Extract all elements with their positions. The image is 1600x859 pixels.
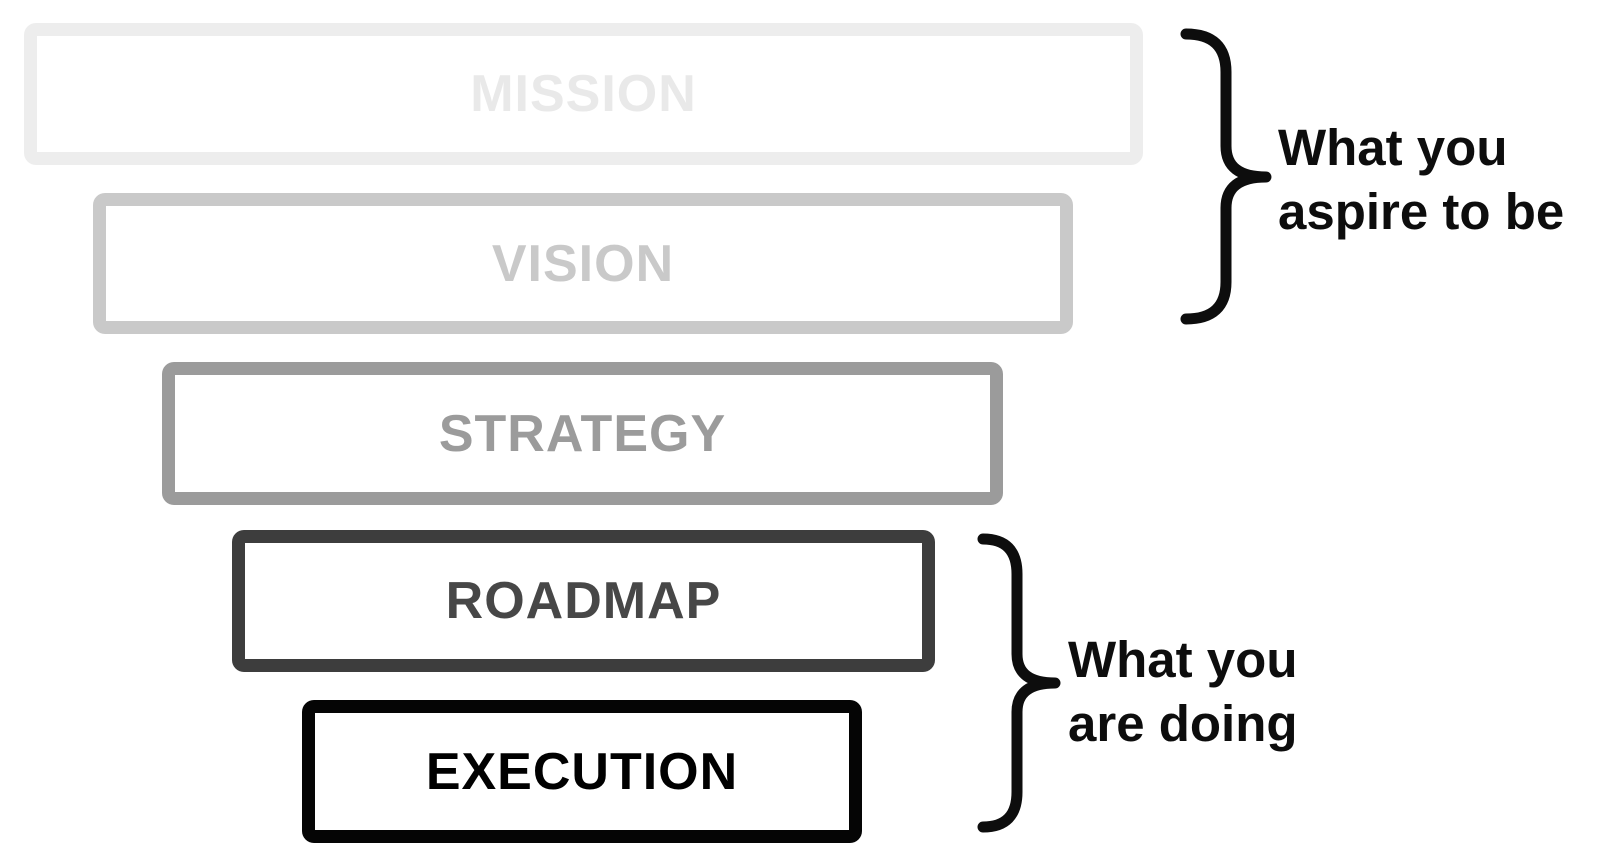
annotation-doing-line1: What you	[1068, 631, 1298, 688]
annotation-doing-line2: are doing	[1068, 695, 1298, 752]
layer-execution-label: EXECUTION	[425, 742, 739, 801]
layer-mission: MISSION	[24, 23, 1143, 165]
layer-strategy: STRATEGY	[162, 362, 1003, 505]
annotation-doing: What you are doing	[1068, 628, 1298, 756]
annotation-aspire-line2: aspire to be	[1278, 183, 1565, 240]
layer-roadmap-label: ROADMAP	[445, 572, 722, 630]
annotation-aspire: What you aspire to be	[1278, 116, 1564, 244]
curly-brace-aspire	[1180, 28, 1272, 325]
layer-roadmap: ROADMAP	[232, 530, 935, 672]
layer-vision: VISION	[93, 193, 1073, 334]
layer-mission-label: MISSION	[470, 65, 697, 123]
curly-brace-doing	[977, 533, 1061, 833]
layer-strategy-label: STRATEGY	[438, 404, 727, 463]
layer-vision-label: VISION	[491, 234, 675, 293]
layer-execution: EXECUTION	[302, 700, 862, 843]
annotation-aspire-line1: What you	[1278, 119, 1508, 176]
